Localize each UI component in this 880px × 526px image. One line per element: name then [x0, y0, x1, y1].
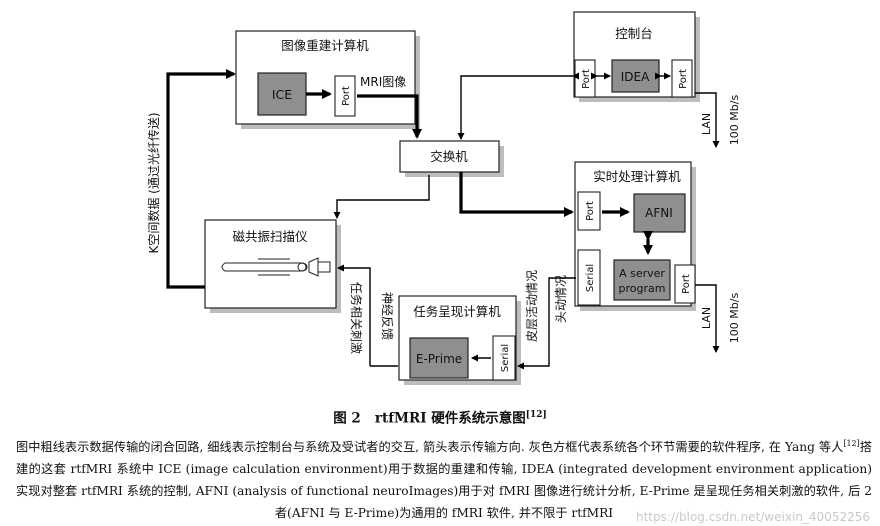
figure-caption: 图 2 rtfMRI 硬件系统示意图[12] 图中粗线表示数据传输的闭合回路, …	[0, 407, 880, 524]
realtime-serial	[577, 249, 601, 306]
skin-activity-label: 皮层活动情况	[525, 270, 539, 342]
console-port-right	[671, 59, 693, 98]
task-serial	[492, 335, 516, 381]
a-server-label-line1: A server	[619, 267, 665, 280]
scanner-title: 磁共振扫描仪	[232, 229, 308, 244]
neuro-feedback-label: 神经反馈	[380, 292, 394, 340]
idea-box	[611, 59, 660, 93]
console-port-right-label: Port	[678, 69, 689, 89]
lan-bottom-speed: 100 Mb/s	[728, 293, 741, 344]
console-port-left-label: Port	[581, 69, 592, 89]
idea-label: IDEA	[621, 70, 650, 84]
console: 控制台 Port IDEA Port	[573, 11, 700, 102]
console-title: 控制台	[615, 26, 653, 41]
afni-box	[633, 193, 686, 233]
caption-text: 图中粗线表示数据传输的闭合回路, 细线表示控制台与系统及受试者的交互, 箭头表示…	[16, 433, 872, 524]
figure-label: 图 2	[333, 410, 361, 427]
lan-bottom-label: LAN	[700, 307, 713, 329]
realtime-port-right-label: Port	[681, 274, 692, 294]
lan-top-label: LAN	[700, 113, 713, 135]
mri-scanner: 磁共振扫描仪	[204, 219, 341, 313]
realtime-computer-title: 实时处理计算机	[593, 169, 681, 184]
caption-text-part2: 搭建的这套 rtfMRI 系统中 ICE (image calculation …	[16, 439, 872, 520]
task-serial-label: Serial	[500, 344, 511, 372]
realtime-port-label: Port	[585, 201, 596, 221]
k-space-label: K空间数据 (通过光纤传送)	[146, 112, 161, 253]
lan-top-speed: 100 Mb/s	[728, 95, 741, 146]
realtime-port-right	[674, 264, 696, 304]
data-loop-lines	[166, 69, 574, 289]
afni-label: AFNI	[645, 206, 673, 220]
rtfmri-hardware-diagram: 图像重建计算机 ICE Port 控制台 Port IDEA Port 交换机 …	[146, 11, 741, 385]
a-server-box	[613, 259, 671, 301]
recon-port	[334, 75, 356, 117]
realtime-computer: 实时处理计算机 Port AFNI Serial A server progra…	[574, 161, 696, 311]
figure-title-ref: [12]	[525, 410, 547, 420]
recon-computer-title: 图像重建计算机	[281, 38, 369, 53]
task-computer: 任务呈现计算机 E-Prime Serial	[398, 295, 521, 385]
figure-title: 图 2 rtfMRI 硬件系统示意图[12]	[0, 407, 880, 428]
ice-label: ICE	[272, 87, 292, 102]
head-motion-label: 头动情况	[554, 275, 568, 323]
a-server-label-line2: program	[619, 282, 666, 295]
network-switch: 交换机	[399, 140, 504, 177]
recon-computer: 图像重建计算机 ICE Port	[235, 30, 420, 129]
task-stimulus-label: 任务相关刺激	[349, 282, 364, 354]
task-computer-title: 任务呈现计算机	[413, 304, 501, 319]
watermark: https://blog.csdn.net/weixin_40052256	[635, 510, 870, 524]
caption-text-part1: 图中粗线表示数据传输的闭合回路, 细线表示控制台与系统及受试者的交互, 箭头表示…	[16, 439, 844, 454]
switch-label: 交换机	[430, 149, 468, 164]
control-lines	[333, 72, 720, 370]
caption-ref: [12]	[843, 438, 860, 448]
mri-image-label: MRI图像	[360, 75, 406, 89]
eprime-box	[409, 337, 469, 379]
realtime-port	[577, 191, 601, 231]
eprime-label: E-Prime	[416, 352, 462, 366]
figure-title-text: rtfMRI 硬件系统示意图	[374, 410, 526, 427]
subject-figure-icon	[221, 257, 331, 277]
realtime-serial-label: Serial	[585, 264, 596, 292]
recon-port-label: Port	[341, 86, 352, 106]
